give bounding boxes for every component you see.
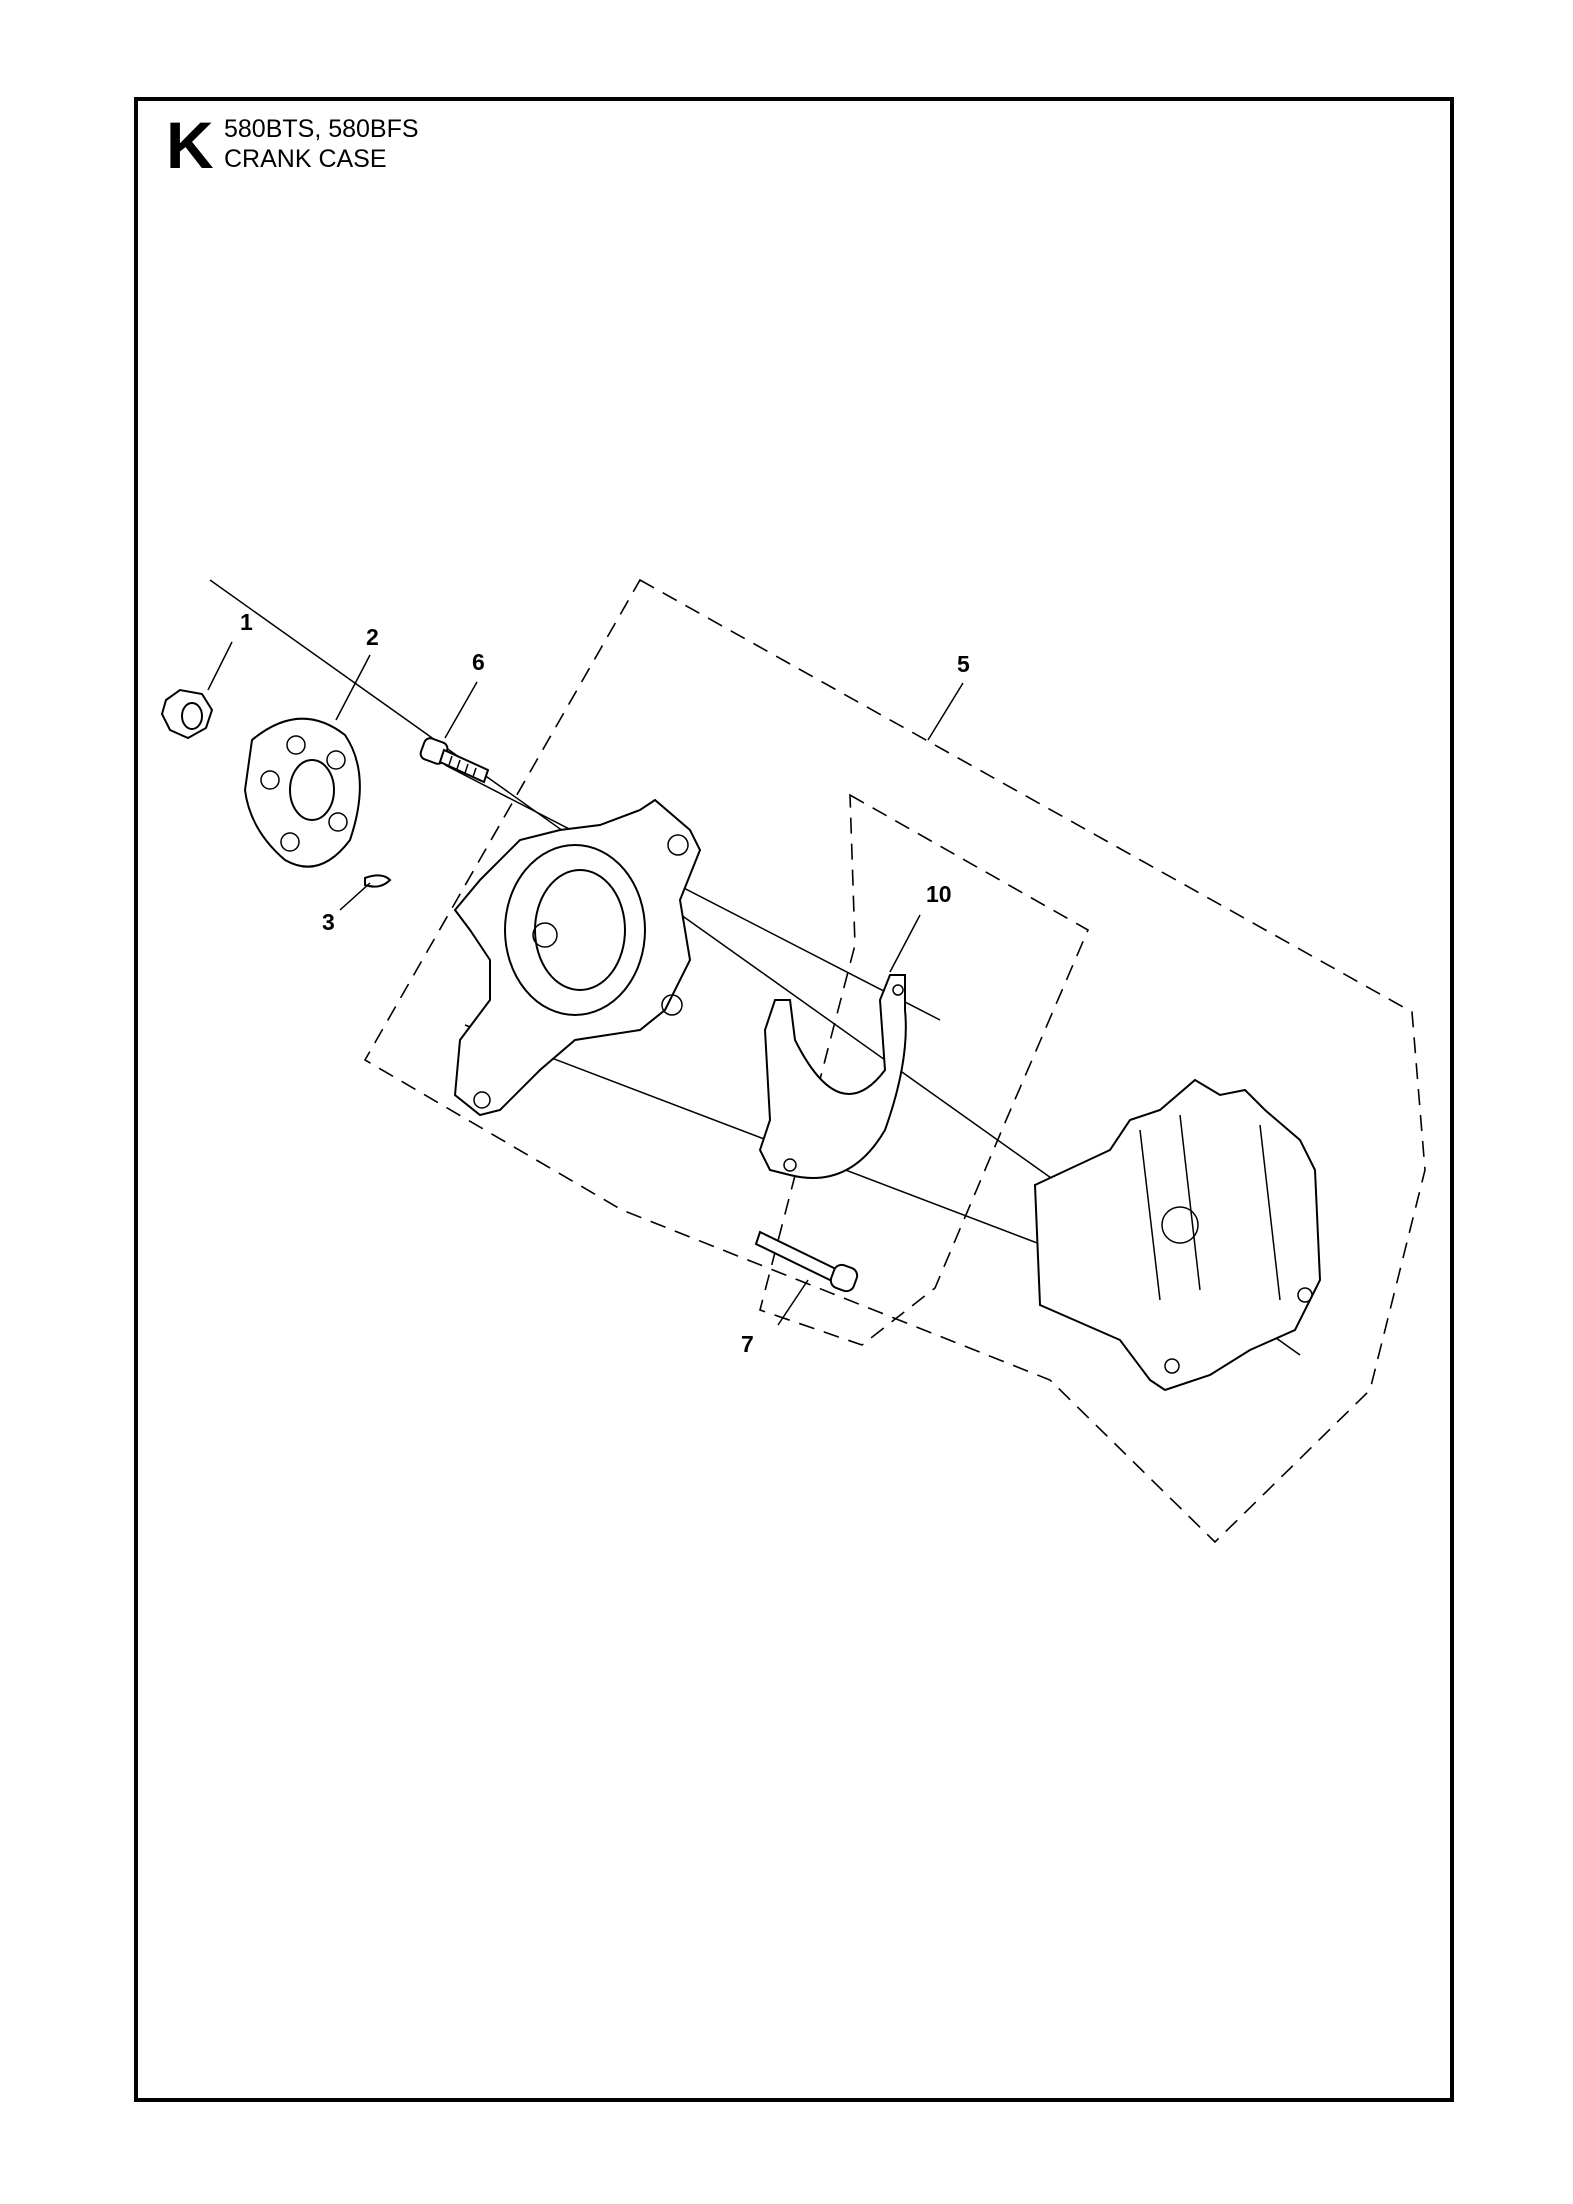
part-screw-long	[754, 1230, 859, 1293]
callout-3: 3	[322, 909, 335, 935]
part-crankcase-left	[453, 798, 702, 1117]
leader-6	[444, 681, 478, 739]
leader-10	[889, 914, 921, 973]
leader-5	[927, 682, 964, 741]
part-nut	[160, 688, 214, 740]
part-flange	[243, 717, 361, 868]
part-screw-short	[419, 737, 490, 784]
callout-10: 10	[926, 881, 952, 907]
callout-7: 7	[741, 1331, 754, 1357]
part-crankcase-right	[1033, 1078, 1322, 1392]
model-list: 580BTS, 580BFS	[224, 115, 419, 143]
part-key	[339, 874, 392, 911]
assembly-boundary-inner	[759, 793, 1090, 1346]
page-frame	[134, 97, 1454, 2102]
leader-2	[335, 654, 371, 721]
callout-1: 1	[240, 609, 253, 635]
title-block: 580BTS, 580BFS CRANK CASE	[224, 114, 419, 174]
leader-1	[207, 641, 233, 691]
section-letter: K	[166, 108, 214, 182]
callout-5: 5	[957, 651, 970, 677]
part-gasket	[758, 974, 907, 1179]
leader-7	[777, 1279, 809, 1326]
callout-2: 2	[366, 624, 379, 650]
diagram-title: CRANK CASE	[224, 145, 387, 173]
axis-line-bolt-top	[444, 764, 941, 1021]
callout-6: 6	[472, 649, 485, 675]
assembly-boundary-outer	[363, 578, 1426, 1544]
